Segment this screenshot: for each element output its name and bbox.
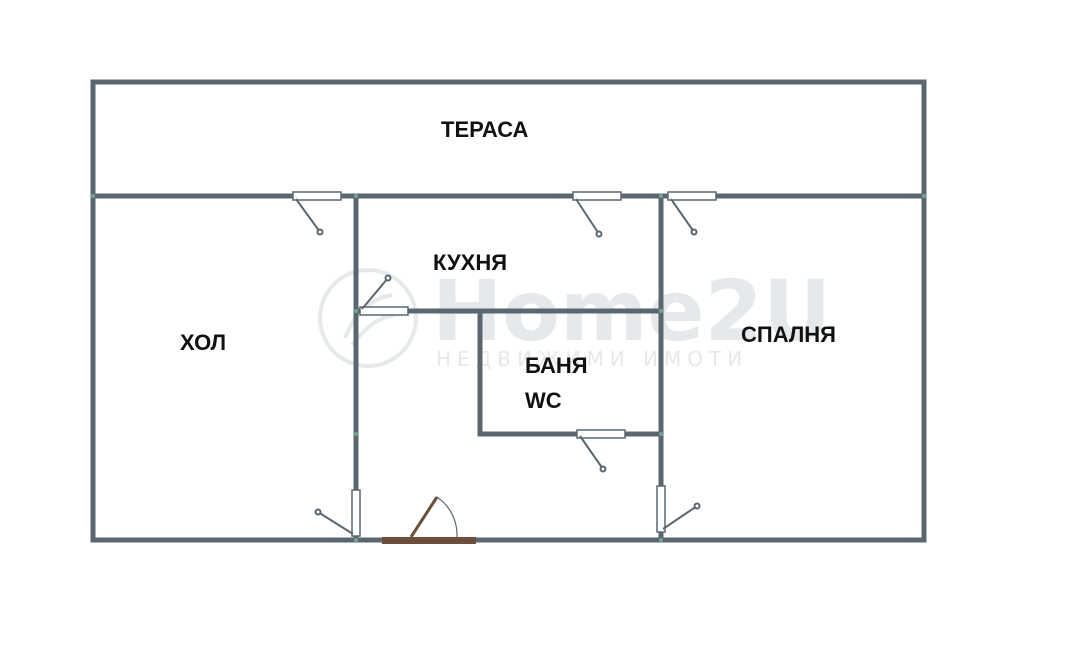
room-label-kitchen: КУХНЯ <box>433 250 507 275</box>
door-leaf-kitchen-terrace <box>575 198 600 235</box>
room-label-wc: WC <box>525 388 562 413</box>
room-label-terrace: ТЕРАСА <box>441 117 529 142</box>
entrance-door-leaf <box>409 496 439 538</box>
door-openings <box>292 191 717 537</box>
room-label-bathroom: БАНЯ <box>525 353 588 378</box>
door-leaves <box>295 198 701 535</box>
door-leaf-bedroom <box>662 505 698 530</box>
door-leaf-hall <box>317 511 354 535</box>
entrance-door <box>382 496 476 544</box>
door-leaf-bathroom <box>579 435 604 470</box>
door-leaf-hall-terrace <box>295 198 321 233</box>
watermark-tagline: НЕДВИЖИМИ ИМОТИ <box>436 347 748 371</box>
entrance-door-swing <box>436 496 458 538</box>
wall-nodes <box>91 194 926 542</box>
room-label-bedroom: СПАЛНЯ <box>741 322 836 347</box>
room-label-hall: ХОЛ <box>180 330 226 355</box>
door-leaf-kitchen <box>361 277 389 310</box>
outer-wall <box>90 79 927 543</box>
watermark-logo-icon <box>318 268 418 368</box>
door-leaf-bedroom-terrace <box>670 198 695 233</box>
entrance-threshold <box>382 537 476 544</box>
